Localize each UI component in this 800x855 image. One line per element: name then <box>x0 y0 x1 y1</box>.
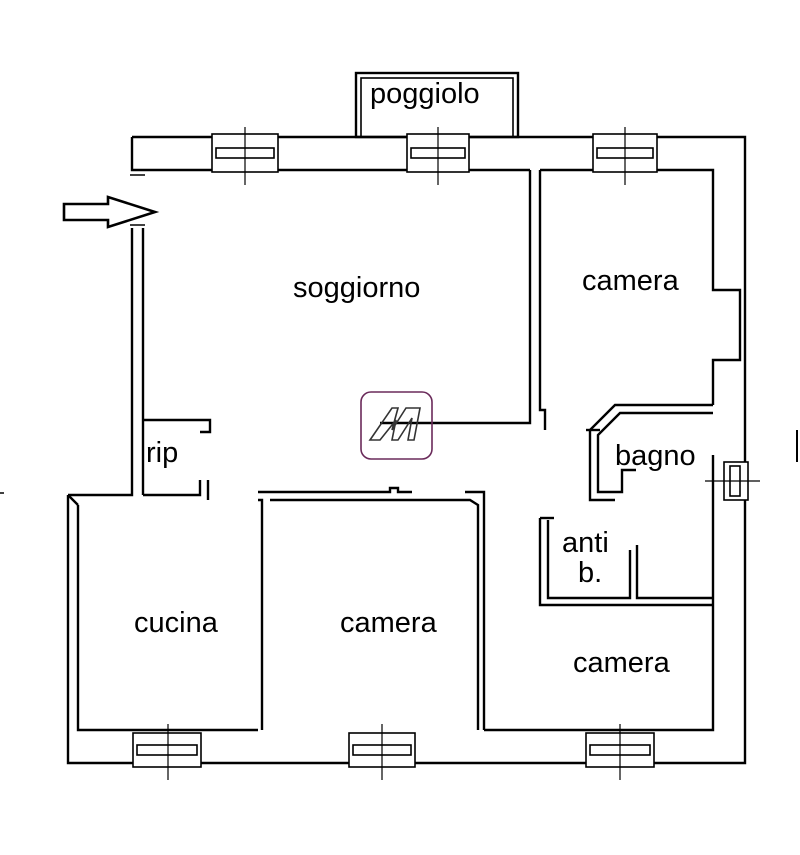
entrance-arrow-icon <box>62 195 160 229</box>
label-camera-top-right: camera <box>582 265 680 297</box>
label-camera-bottom-right: camera <box>573 647 671 679</box>
label-anti-b: b. <box>578 557 602 589</box>
label-camera-bottom-middle: camera <box>340 607 438 639</box>
label-anti: anti <box>562 527 609 559</box>
interior-walls <box>143 170 713 730</box>
label-poggiolo: poggiolo <box>370 78 480 110</box>
window-bottom-left <box>132 724 202 780</box>
windows <box>132 127 760 780</box>
window-top-middle <box>406 127 470 185</box>
window-top-right <box>592 127 658 185</box>
window-bagno <box>705 461 760 501</box>
label-bagno: bagno <box>615 440 696 472</box>
window-bottom-right <box>585 724 655 780</box>
label-cucina: cucina <box>134 607 219 639</box>
label-rip: rip <box>146 437 178 469</box>
window-bottom-middle <box>348 724 416 780</box>
label-soggiorno: soggiorno <box>293 272 420 304</box>
window-top-left <box>211 127 279 185</box>
agency-logo <box>360 391 433 460</box>
